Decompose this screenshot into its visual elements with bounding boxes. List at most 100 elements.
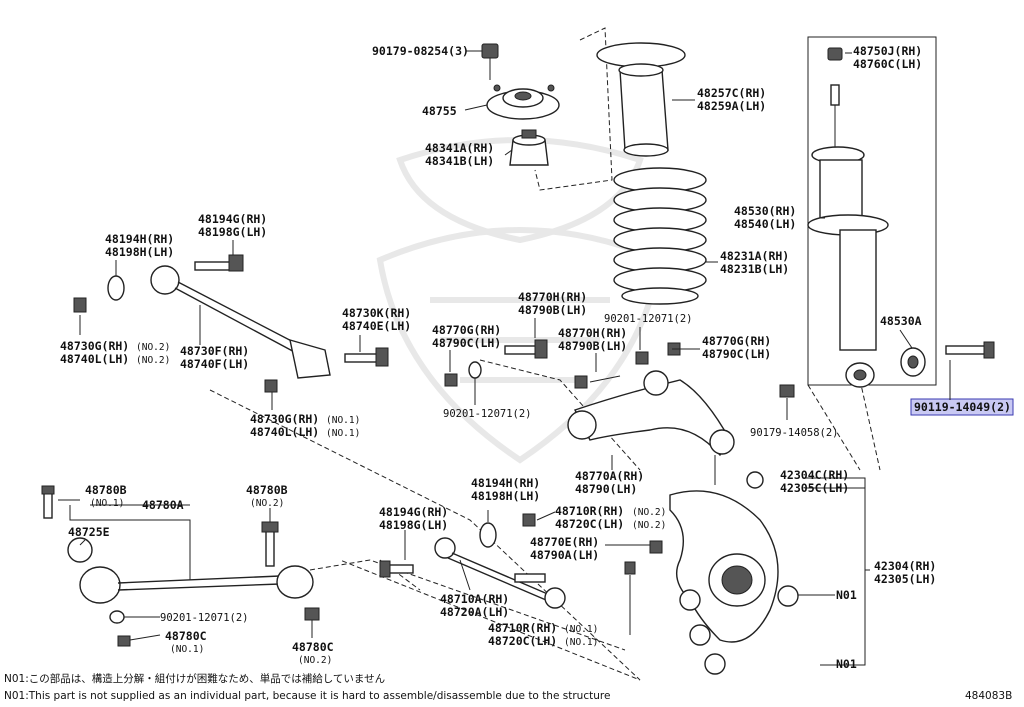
label-bushing[interactable]: 48530A [880, 314, 922, 328]
label-nut-12071-b[interactable]: 90201-12071(2) [443, 408, 532, 420]
label-bolt-730k-rh[interactable]: 48730K(RH) [342, 306, 411, 320]
label-bolt-780b-1[interactable]: 48780B [85, 483, 127, 497]
label-absorber-rh[interactable]: 48530(RH) [734, 204, 796, 218]
label-nut-710r-rh[interactable]: 48710R(RH) [555, 504, 624, 518]
arm-bolt-g [194, 261, 234, 271]
label-bolt-770h-rh[interactable]: 48770H(RH) [518, 290, 587, 304]
label-bolt-790b-lh[interactable]: 48790B(LH) [518, 303, 587, 317]
label-nut-14058[interactable]: 90179-14058(2) [750, 427, 839, 439]
absorber-bushing [900, 347, 926, 377]
label-arm-710a-rh[interactable]: 48710A(RH) [440, 592, 509, 606]
label-upper-arm-rh[interactable]: 48770A(RH) [575, 469, 644, 483]
label-nut2-720c-lh[interactable]: 48720C(LH) [488, 634, 557, 648]
footer: N01:この部品は、構造上分解・組付けが困難なため、単品では補給していません N… [4, 672, 1012, 702]
label-nut-770g-rh[interactable]: 48770G(RH) [432, 323, 501, 337]
label-nut-790a-lh[interactable]: 48790A(LH) [530, 548, 599, 562]
label-nut-790c-lh[interactable]: 48790C(LH) [432, 336, 501, 350]
label-nut-770e-rh[interactable]: 48770E(RH) [530, 535, 599, 549]
upper-arm-washer [635, 351, 649, 365]
absorber-bolt [945, 341, 995, 400]
label-bolt-740e-lh[interactable]: 48740E(LH) [342, 319, 411, 333]
label-washer-rh[interactable]: 42304C(RH) [780, 468, 849, 482]
nut-14058 [779, 384, 795, 398]
top-nut [481, 43, 499, 80]
label-mount[interactable]: 48755 [422, 104, 457, 118]
label-spring-lh[interactable]: 48231B(LH) [720, 262, 789, 276]
note-jp: N01:この部品は、構造上分解・組付けが困難なため、単品では補給していません [4, 672, 385, 685]
n01-bush-upper [777, 585, 799, 607]
label-bolt-780b-2-no: (NO.2) [250, 498, 284, 509]
nut-770e [649, 540, 663, 554]
nut-710r-no2 [522, 513, 536, 527]
label-n01-lower[interactable]: N01 [836, 657, 857, 671]
label-carrier-rh[interactable]: 42304(RH) [874, 559, 936, 573]
label-bolt-highlight[interactable]: 90119-14049(2) [914, 400, 1011, 414]
label-washer-lh[interactable]: 42305C(LH) [780, 481, 849, 495]
label-arm-740f-lh[interactable]: 48740F(LH) [180, 357, 249, 371]
label-nut-740l-lh-no: (NO.2) [136, 355, 170, 366]
label-arm2-h-rh[interactable]: 48194H(RH) [471, 476, 540, 490]
label-arm-720a-lh[interactable]: 48720A(LH) [440, 605, 509, 619]
upper-link-48730F [150, 265, 331, 379]
watermark-logo [376, 137, 664, 464]
label-nut-780c-1[interactable]: 48780C [165, 629, 207, 643]
dashed-guides [209, 27, 641, 681]
label-boot-lh[interactable]: 48259A(LH) [697, 99, 766, 113]
label-nut-780c-1-no: (NO.1) [170, 644, 204, 655]
diagram-id: 484083B [965, 690, 1012, 702]
label-nut-780c-2[interactable]: 48780C [292, 640, 334, 654]
washer-12071-c [109, 610, 125, 624]
arm-bolt-g-head [228, 254, 244, 272]
label-spring-rh[interactable]: 48231A(RH) [720, 249, 789, 263]
label-nut-730g-rh[interactable]: 48730G(RH) [60, 339, 129, 353]
label-bolt2-790b-lh[interactable]: 48790B(LH) [558, 339, 627, 353]
label-upper-arm-lh[interactable]: 48790(LH) [575, 482, 637, 496]
label-abs-nut-rh[interactable]: 48750J(RH) [853, 44, 922, 58]
label-arm-g-rh[interactable]: 48194G(RH) [198, 212, 267, 226]
label-nut-12071-c[interactable]: 90201-12071(2) [160, 612, 249, 624]
label-absorber-lh[interactable]: 48540(LH) [734, 217, 796, 231]
nut-770g [444, 373, 458, 387]
bolt-780b-no2-head [261, 521, 279, 533]
adjust-bolt [514, 573, 546, 583]
label-arm-h-lh[interactable]: 48198H(LH) [105, 245, 174, 259]
upper-mount [486, 84, 560, 120]
bolt-770h-head [534, 339, 548, 359]
label-nut-top[interactable]: 90179-08254(3) [372, 44, 469, 58]
label-carrier-lh[interactable]: 42305(LH) [874, 572, 936, 586]
label-nut2-710r-rh-no: (NO.1) [564, 624, 598, 635]
label-nut2-740l-lh[interactable]: 48740L(LH) [250, 425, 319, 439]
label-nut2-770g-rh[interactable]: 48770G(RH) [702, 334, 771, 348]
label-strut-780a[interactable]: 48780A [142, 498, 184, 512]
label-arm-g-lh[interactable]: 48198G(LH) [198, 225, 267, 239]
label-bolt-780b-2[interactable]: 48780B [246, 483, 288, 497]
label-nut-720c-lh-no: (NO.2) [632, 520, 666, 531]
label-arm2-h-lh[interactable]: 48198H(LH) [471, 489, 540, 503]
label-nut2-710r-rh[interactable]: 48710R(RH) [488, 621, 557, 635]
upper-arm-nut [574, 375, 588, 389]
bolt-780b-no2 [265, 529, 275, 567]
upper-control-arm [567, 370, 735, 485]
label-nut-740l-lh[interactable]: 48740L(LH) [60, 352, 129, 366]
label-bush-725e[interactable]: 48725E [68, 525, 110, 539]
label-nut-710r-rh-no: (NO.2) [632, 507, 666, 518]
label-nut-12071-a[interactable]: 90201-12071(2) [604, 313, 693, 325]
label-bumper-rh[interactable]: 48341A(RH) [425, 141, 494, 155]
label-arm-730f-rh[interactable]: 48730F(RH) [180, 344, 249, 358]
label-bolt2-770h-rh[interactable]: 48770H(RH) [558, 326, 627, 340]
label-bolt-780b-1-no: (NO.1) [90, 498, 124, 509]
label-bumper-lh[interactable]: 48341B(LH) [425, 154, 494, 168]
label-arm2-g-rh[interactable]: 48194G(RH) [379, 505, 448, 519]
label-nut2-790c-lh[interactable]: 48790C(LH) [702, 347, 771, 361]
label-nut-720c-lh[interactable]: 48720C(LH) [555, 517, 624, 531]
dust-boot [596, 42, 686, 157]
label-n01-upper[interactable]: N01 [836, 588, 857, 602]
label-nut2-730g-rh[interactable]: 48730G(RH) [250, 412, 319, 426]
lower-link-48710A [434, 537, 566, 609]
label-nut2-740l-lh-no: (NO.1) [326, 428, 360, 439]
arm-bushing-h [107, 275, 125, 301]
label-arm-h-rh[interactable]: 48194H(RH) [105, 232, 174, 246]
label-boot-rh[interactable]: 48257C(RH) [697, 86, 766, 100]
label-abs-nut-lh[interactable]: 48760C(LH) [853, 57, 922, 71]
label-arm2-g-lh[interactable]: 48198G(LH) [379, 518, 448, 532]
